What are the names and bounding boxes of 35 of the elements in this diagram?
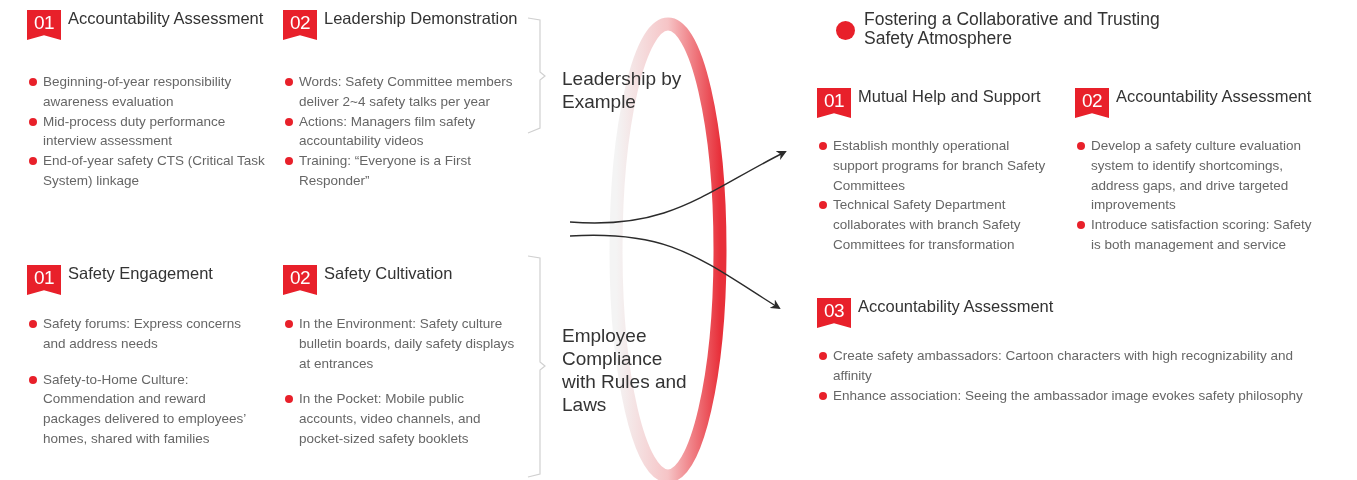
side-label: Leadership by Example <box>562 67 683 113</box>
section-heading: Safety Cultivation <box>324 265 453 282</box>
bullet-item: Beginning-of-year responsibility awareness evaluation <box>27 72 267 112</box>
bullet-item: Mid-process duty performance interview assessment <box>27 111 267 152</box>
number-badge: 03 <box>817 298 851 328</box>
section-heading: Accountability Assessment <box>858 298 1054 315</box>
section-heading: Accountability Assessment <box>68 10 264 27</box>
arrow <box>569 234 781 310</box>
arrow <box>569 151 787 224</box>
section-heading: Mutual Help and Support <box>858 88 1041 105</box>
section-heading: Leadership Demonstration <box>324 10 518 27</box>
bullet-item: Training: “Everyone is a First Responder” <box>283 151 528 191</box>
bullet-item: Create safety ambassadors: Cartoon characters with high recognizability and affinity <box>817 346 1317 386</box>
bullet-item: In the Pocket: Mobile public accounts, video channels, and pocket-sized safety booklets <box>283 389 523 449</box>
number-badge: 01 <box>27 265 61 295</box>
section-title: Fostering a Collaborative and Trusting Safety Atmosphere <box>864 10 1161 48</box>
bullet-item: Safety-to-Home Culture: Commendation and reward packages delivered to employees’ homes, shared with families <box>27 369 267 449</box>
bullet-item: Actions: Managers film safety accountability videos <box>283 111 528 152</box>
number-badge: 01 <box>27 10 61 40</box>
number-badge: 02 <box>283 10 317 40</box>
section-heading: Accountability Assessment <box>1116 88 1312 105</box>
bullet-item: In the Environment: Safety culture bulletin boards, daily safety displays at entrances <box>283 314 523 374</box>
section-heading: Safety Engagement <box>68 265 213 282</box>
bullet-item: Technical Safety Department collaborates with branch Safety Committees for transformation <box>817 195 1057 255</box>
bullet-item: Develop a safety culture evaluation system to identify shortcomings, address gaps, and drive targeted improvements <box>1075 136 1325 216</box>
number-badge: 01 <box>817 88 851 118</box>
bullet-item: Enhance association: Seeing the ambassador image evokes safety philosophy <box>817 385 1317 406</box>
bullet-item: Introduce satisfaction scoring: Safety is both management and service <box>1075 215 1325 255</box>
bullet-item: Safety forums: Express concerns and address needs <box>27 314 267 354</box>
number-badge: 02 <box>283 265 317 295</box>
number-badge: 02 <box>1075 88 1109 118</box>
bullet-item: Words: Safety Committee members deliver 2~4 safety talks per year <box>283 72 528 112</box>
bullet-item: End-of-year safety CTS (Critical Task System) linkage <box>27 151 267 191</box>
side-label: Employee Compliance with Rules and Laws <box>562 324 688 416</box>
bullet-item: Establish monthly operational support programs for branch Safety Committees <box>817 136 1057 196</box>
